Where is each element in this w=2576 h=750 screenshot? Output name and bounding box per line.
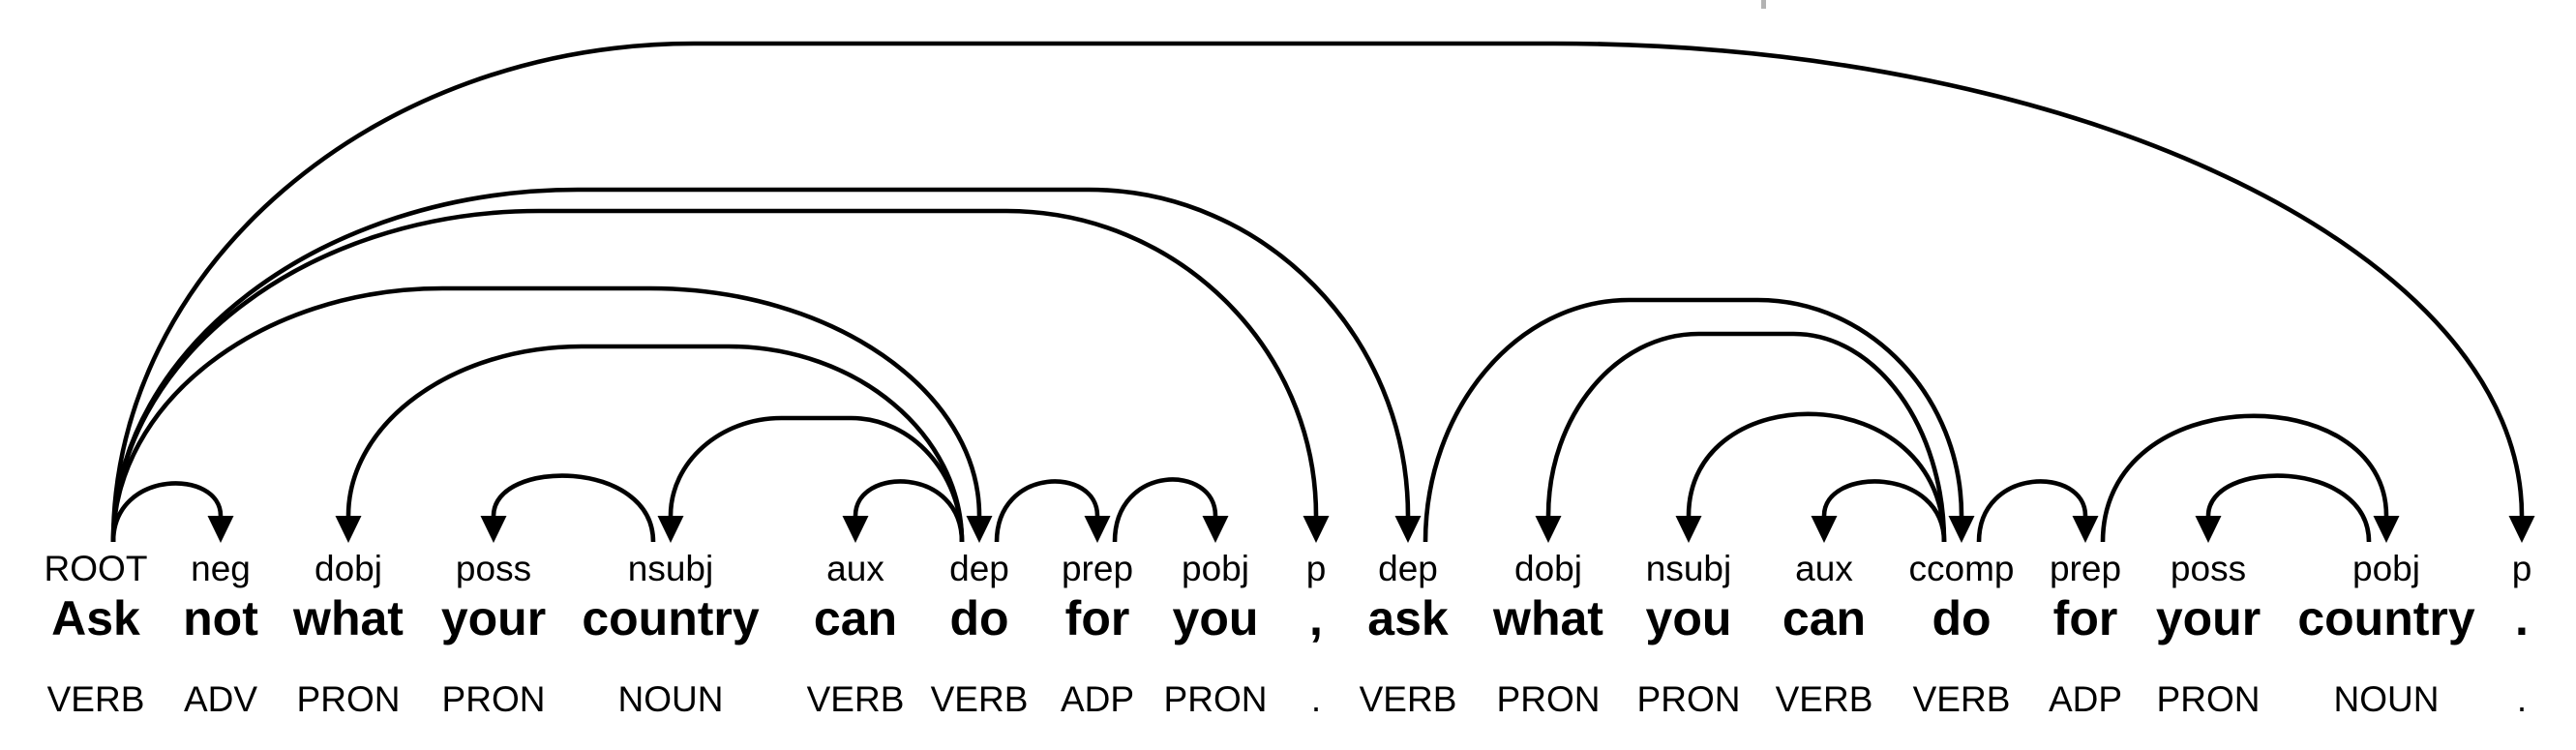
word: do <box>949 591 1009 645</box>
word: . <box>2515 591 2529 645</box>
word: can <box>1782 591 1867 645</box>
pos-tag: ADV <box>183 679 258 719</box>
word: your <box>440 591 547 645</box>
pos-tag: VERB <box>930 679 1029 719</box>
word: what <box>1493 591 1603 645</box>
arc-dobj-15-12 <box>1545 331 1947 543</box>
arrowhead-9 <box>1202 516 1229 543</box>
arrowhead-7 <box>966 516 993 543</box>
arc-nsubj-15-13 <box>1686 411 1947 543</box>
pos-tag: NOUN <box>617 679 724 719</box>
arc-dep-1-7 <box>110 285 982 543</box>
pos-tag: VERB <box>1775 679 1873 719</box>
arrowhead-12 <box>1535 516 1562 543</box>
dep-label: dep <box>1378 549 1438 588</box>
pos-tag: PRON <box>1163 679 1268 719</box>
arrowhead-14 <box>1811 516 1838 543</box>
dep-label: pobj <box>2352 549 2420 588</box>
word: can <box>813 591 898 645</box>
word: do <box>1932 591 1992 645</box>
pos-tag: PRON <box>296 679 401 719</box>
pos-tag: VERB <box>1912 679 2011 719</box>
arrowhead-13 <box>1675 516 1702 543</box>
arrowhead-4 <box>480 516 507 543</box>
arc-poss-5-4 <box>491 473 656 543</box>
dep-label: p <box>1305 549 1327 588</box>
arrowhead-6 <box>842 516 869 543</box>
word: country <box>2297 591 2475 645</box>
dep-label: neg <box>191 549 251 588</box>
dep-label: poss <box>2170 549 2247 588</box>
word: what <box>293 591 404 645</box>
word: Ask <box>51 591 140 645</box>
word: you <box>1645 591 1732 645</box>
arrowhead-10 <box>1303 516 1330 543</box>
pos-tag: PRON <box>1636 679 1741 719</box>
arc-prep-7-8 <box>994 479 1100 543</box>
dep-label: poss <box>455 549 532 588</box>
arc-prep-15-16 <box>1976 479 2088 543</box>
arrowhead-8 <box>1084 516 1111 543</box>
artifact-tick <box>1761 0 1766 9</box>
arrowhead-2 <box>207 516 234 543</box>
pos-tag: VERB <box>1359 679 1457 719</box>
arrowhead-15 <box>1948 516 1975 543</box>
arc-dep-1-11 <box>110 187 1411 543</box>
dep-label: prep <box>1061 549 1134 588</box>
arrowhead-11 <box>1394 516 1422 543</box>
arc-neg-1-2 <box>110 481 224 543</box>
arrowhead-17 <box>2195 516 2222 543</box>
word: you <box>1172 591 1259 645</box>
pos-tag: VERB <box>806 679 905 719</box>
arc-pobj-16-18 <box>2100 413 2389 543</box>
arc-dobj-7-3 <box>345 344 965 543</box>
pos-tag: ADP <box>1060 679 1135 719</box>
dep-label: dobj <box>1514 549 1582 588</box>
dep-label: dobj <box>315 549 382 588</box>
dep-label: aux <box>826 549 884 588</box>
arrowhead-18 <box>2373 516 2400 543</box>
arc-ccomp-11-15 <box>1423 297 1964 543</box>
pos-tag: ADP <box>2048 679 2123 719</box>
dep-label: prep <box>2049 549 2122 588</box>
word: country <box>582 591 760 645</box>
word: for <box>1064 591 1130 645</box>
pos-tag: NOUN <box>2333 679 2440 719</box>
arc-nsubj-7-5 <box>668 415 965 543</box>
dep-label: nsubj <box>627 549 714 588</box>
pos-tag: . <box>1310 679 1322 719</box>
arc-aux-7-6 <box>853 479 965 543</box>
dep-label: ROOT <box>44 549 148 588</box>
arc-aux-15-14 <box>1821 479 1947 543</box>
pos-tag: PRON <box>2156 679 2261 719</box>
word: for <box>2052 591 2118 645</box>
pos-tag: . <box>2516 679 2528 719</box>
dep-label: dep <box>949 549 1009 588</box>
dep-label: ccomp <box>1908 549 2015 588</box>
arc-pobj-8-9 <box>1112 477 1218 543</box>
pos-tag: PRON <box>441 679 546 719</box>
dep-label: p <box>2511 549 2532 588</box>
arc-poss-18-17 <box>2205 473 2372 543</box>
word: not <box>183 591 258 645</box>
arrowhead-16 <box>2072 516 2099 543</box>
arc-p-1-19 <box>110 41 2525 543</box>
word: , <box>1309 591 1323 645</box>
word: ask <box>1367 591 1449 645</box>
pos-tag: PRON <box>1496 679 1601 719</box>
dep-label: pobj <box>1182 549 1249 588</box>
arrowhead-5 <box>657 516 684 543</box>
dep-label: nsubj <box>1645 549 1732 588</box>
dep-label: aux <box>1795 549 1853 588</box>
arrowhead-3 <box>335 516 362 543</box>
arrowhead-19 <box>2508 516 2535 543</box>
pos-tag: VERB <box>46 679 145 719</box>
word: your <box>2155 591 2261 645</box>
